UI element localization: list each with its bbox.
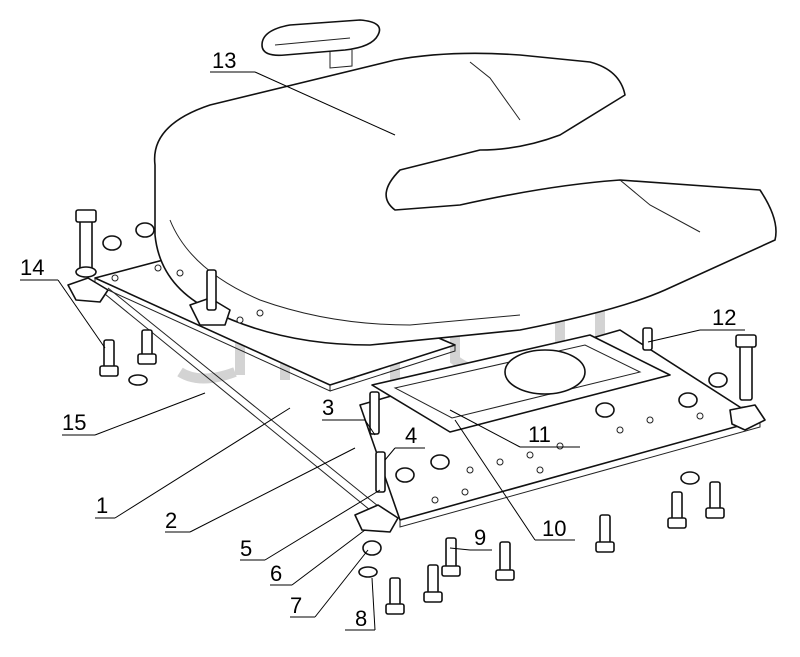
callout-15: 15 (62, 410, 86, 435)
callout-6: 6 (270, 561, 282, 586)
nut (430, 454, 450, 470)
nut (708, 372, 728, 388)
nut (362, 540, 382, 556)
callout-9: 9 (474, 525, 486, 550)
callout-3: 3 (322, 395, 334, 420)
callouts: 13 14 12 15 1 2 3 4 5 6 7 8 9 10 11 (20, 48, 736, 631)
short-bolts (99, 269, 725, 615)
nut (595, 402, 615, 418)
nut (102, 235, 122, 251)
callout-14: 14 (20, 255, 44, 280)
callout-2: 2 (165, 508, 177, 533)
slide-rail (99, 287, 379, 511)
plate-holes (111, 264, 704, 504)
callout-10: 10 (542, 516, 566, 541)
seat-cushion (153, 19, 777, 346)
leader-lines (20, 71, 745, 631)
callout-5: 5 (240, 536, 252, 561)
callout-12: 12 (712, 305, 736, 330)
clamp-block-front (354, 504, 399, 533)
washer (680, 471, 700, 485)
long-bolt-left (75, 209, 97, 278)
clamp-block-left (67, 277, 109, 303)
nut (678, 392, 698, 408)
callout-13: 13 (212, 48, 236, 73)
washer (358, 566, 378, 578)
washer (128, 374, 148, 386)
callout-8: 8 (355, 606, 367, 631)
callout-7: 7 (290, 593, 302, 618)
callout-11: 11 (528, 422, 551, 447)
fasteners (67, 209, 766, 615)
callout-1: 1 (96, 493, 108, 518)
nut (135, 222, 155, 238)
callout-4: 4 (405, 423, 417, 448)
clamp-block-right (729, 404, 766, 431)
nut (395, 467, 415, 483)
swivel-frame (371, 334, 671, 433)
